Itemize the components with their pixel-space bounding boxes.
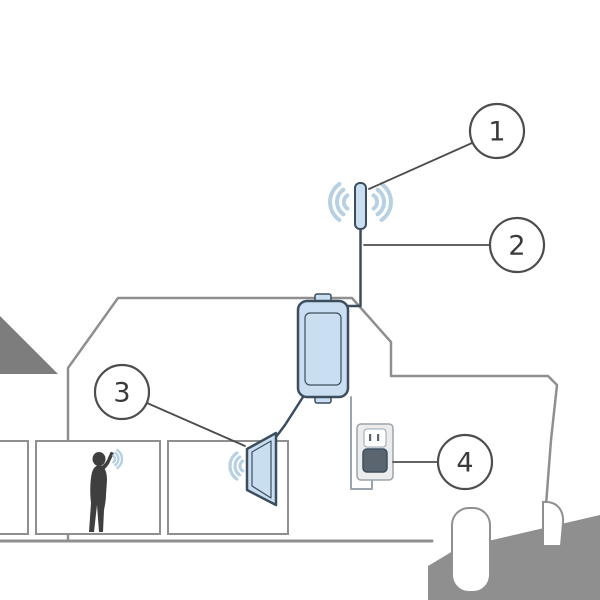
callout-1: 1 [468, 102, 526, 160]
coax-cable [346, 227, 362, 308]
callout-1-number: 1 [488, 117, 505, 148]
phone-signal-waves-icon [112, 448, 124, 470]
power-plug [362, 448, 388, 473]
outlet-slot-left [369, 434, 372, 441]
neighbor-roof-shape [0, 316, 58, 374]
person-body [89, 465, 107, 532]
person-head [92, 452, 106, 466]
bush-shape [451, 507, 491, 593]
callout-2-circle [488, 216, 546, 274]
indoor-antenna [245, 431, 278, 507]
leader-lines [146, 142, 491, 463]
booster-body [296, 299, 350, 399]
outlet-receptacle [363, 428, 387, 448]
leader-line-3 [146, 402, 246, 447]
person-arm [97, 458, 111, 472]
person-silhouette [89, 451, 114, 532]
callout-2: 2 [488, 216, 546, 274]
leader-line-1 [368, 142, 473, 190]
callout-2-number: 2 [508, 231, 525, 262]
booster-faceplate [304, 312, 342, 386]
external-antenna-waves-left-icon [328, 182, 350, 222]
external-antenna [328, 182, 393, 230]
callout-4: 4 [436, 433, 494, 491]
callout-4-circle [436, 433, 494, 491]
external-antenna-body [354, 182, 367, 230]
outlet-slot-right [377, 434, 380, 441]
callout-3-circle [93, 363, 151, 421]
interior-rooms [0, 440, 289, 535]
signal-booster [296, 293, 350, 404]
callout-4-number: 4 [456, 448, 473, 479]
house-roof-wall-line [66, 296, 559, 543]
callout-1-circle [468, 102, 526, 160]
power-outlet [356, 423, 394, 481]
booster-to-indoor-antenna-cable [274, 395, 305, 439]
indoor-antenna-face-line [251, 440, 272, 499]
room-window-left-partial [0, 440, 29, 535]
external-antenna-waves-right-icon [371, 182, 393, 222]
step-shape [542, 500, 565, 547]
phone-icon [107, 451, 114, 460]
house-outline [0, 296, 559, 543]
callout-3-number: 3 [113, 378, 130, 409]
callout-3: 3 [93, 363, 151, 421]
indoor-antenna-waves-icon [228, 451, 245, 481]
